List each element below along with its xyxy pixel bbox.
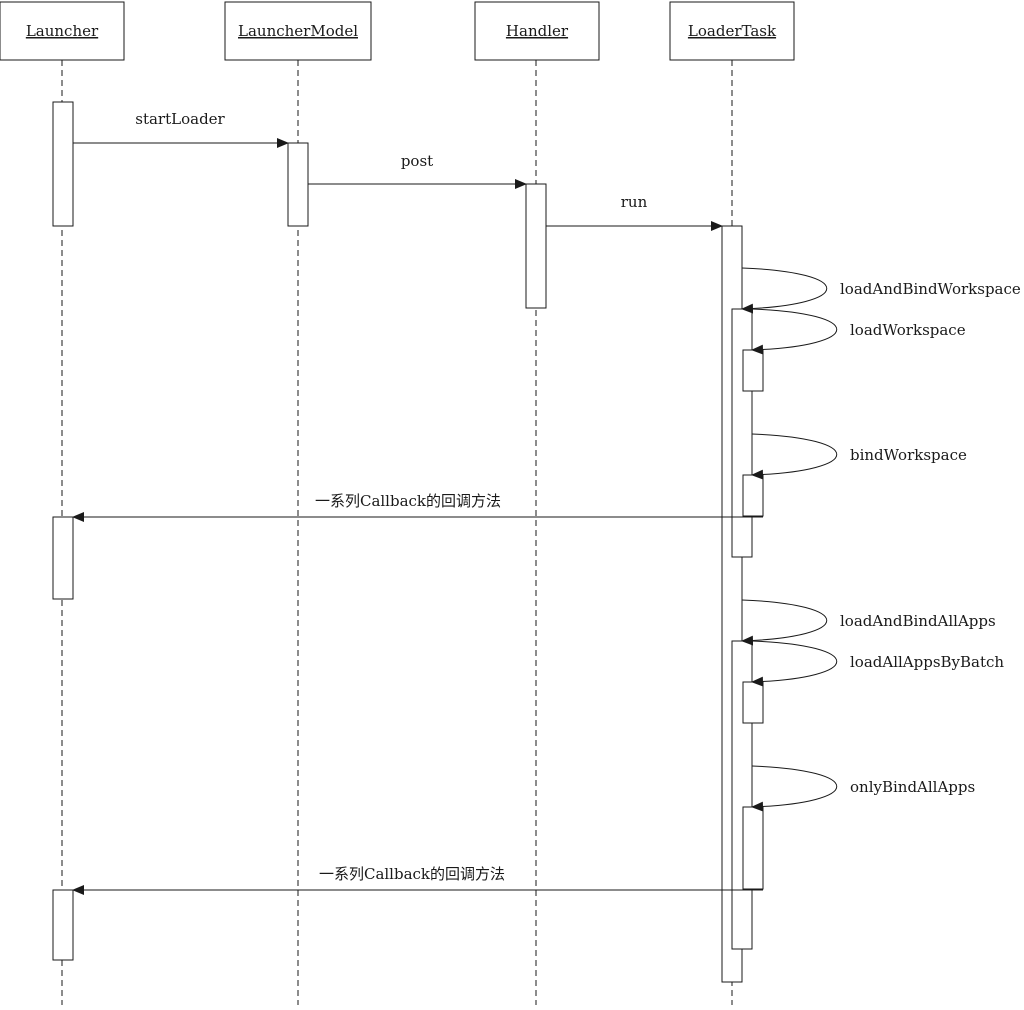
activation-launcher-3: [52, 889, 74, 961]
participant-box: [669, 1, 795, 61]
self-call-arrow: [751, 433, 837, 480]
participant-box: [474, 1, 600, 61]
participant-label: Launcher: [26, 22, 99, 40]
participant-launcher: Launcher: [0, 1, 125, 61]
self-call-arrow: [741, 267, 827, 314]
message-label: loadAllAppsByBatch: [850, 653, 1004, 671]
participant-loader-task: LoaderTask: [669, 1, 795, 61]
message-run: run: [546, 193, 723, 231]
activation-load-workspace: [742, 349, 764, 392]
participant-label: Handler: [506, 22, 569, 40]
self-call-arrow: [751, 640, 837, 687]
message-label: loadAndBindWorkspace: [840, 280, 1021, 298]
activation-launcher-1: [52, 101, 74, 227]
message-post: post: [308, 152, 527, 189]
message-label: 一系列Callback的回调方法: [315, 492, 501, 510]
participant-label: LauncherModel: [238, 22, 358, 40]
message-callbacks-2: 一系列Callback的回调方法: [72, 865, 763, 895]
message-load-and-bind-workspace: loadAndBindWorkspace: [741, 267, 1021, 314]
self-call-arrow: [751, 308, 837, 355]
activation-load-and-bind-workspace: [731, 308, 753, 558]
participant-handler: Handler: [474, 1, 600, 61]
participant-launcher-model: LauncherModel: [224, 1, 372, 61]
message-label: loadAndBindAllApps: [840, 612, 996, 630]
activation-bars: [52, 101, 764, 983]
participant-label: LoaderTask: [688, 22, 777, 40]
message-label: startLoader: [135, 110, 225, 128]
message-label: onlyBindAllApps: [850, 778, 975, 796]
activation-handler: [525, 183, 547, 309]
message-load-and-bind-all-apps: loadAndBindAllApps: [741, 599, 996, 646]
activation-launcher-2: [52, 516, 74, 600]
message-label: loadWorkspace: [850, 321, 966, 339]
message-only-bind-all-apps: onlyBindAllApps: [751, 765, 975, 812]
activation-bind-workspace: [742, 474, 764, 517]
message-callbacks-1: 一系列Callback的回调方法: [72, 492, 763, 522]
message-label: bindWorkspace: [850, 446, 967, 464]
message-load-workspace: loadWorkspace: [751, 308, 966, 355]
message-start-loader: startLoader: [73, 110, 289, 148]
message-bind-workspace: bindWorkspace: [751, 433, 967, 480]
message-label: run: [621, 193, 648, 211]
self-call-arrow: [741, 599, 827, 646]
activation-only-bind-all-apps: [742, 806, 764, 890]
message-label: post: [401, 152, 433, 170]
participant-box: [0, 1, 125, 61]
activation-launcher-model: [287, 142, 309, 227]
self-call-arrow: [751, 765, 837, 812]
message-load-all-apps-by-batch: loadAllAppsByBatch: [751, 640, 1004, 687]
message-label: 一系列Callback的回调方法: [319, 865, 505, 883]
activation-load-all-apps-by-batch: [742, 681, 764, 724]
participant-box: [224, 1, 372, 61]
